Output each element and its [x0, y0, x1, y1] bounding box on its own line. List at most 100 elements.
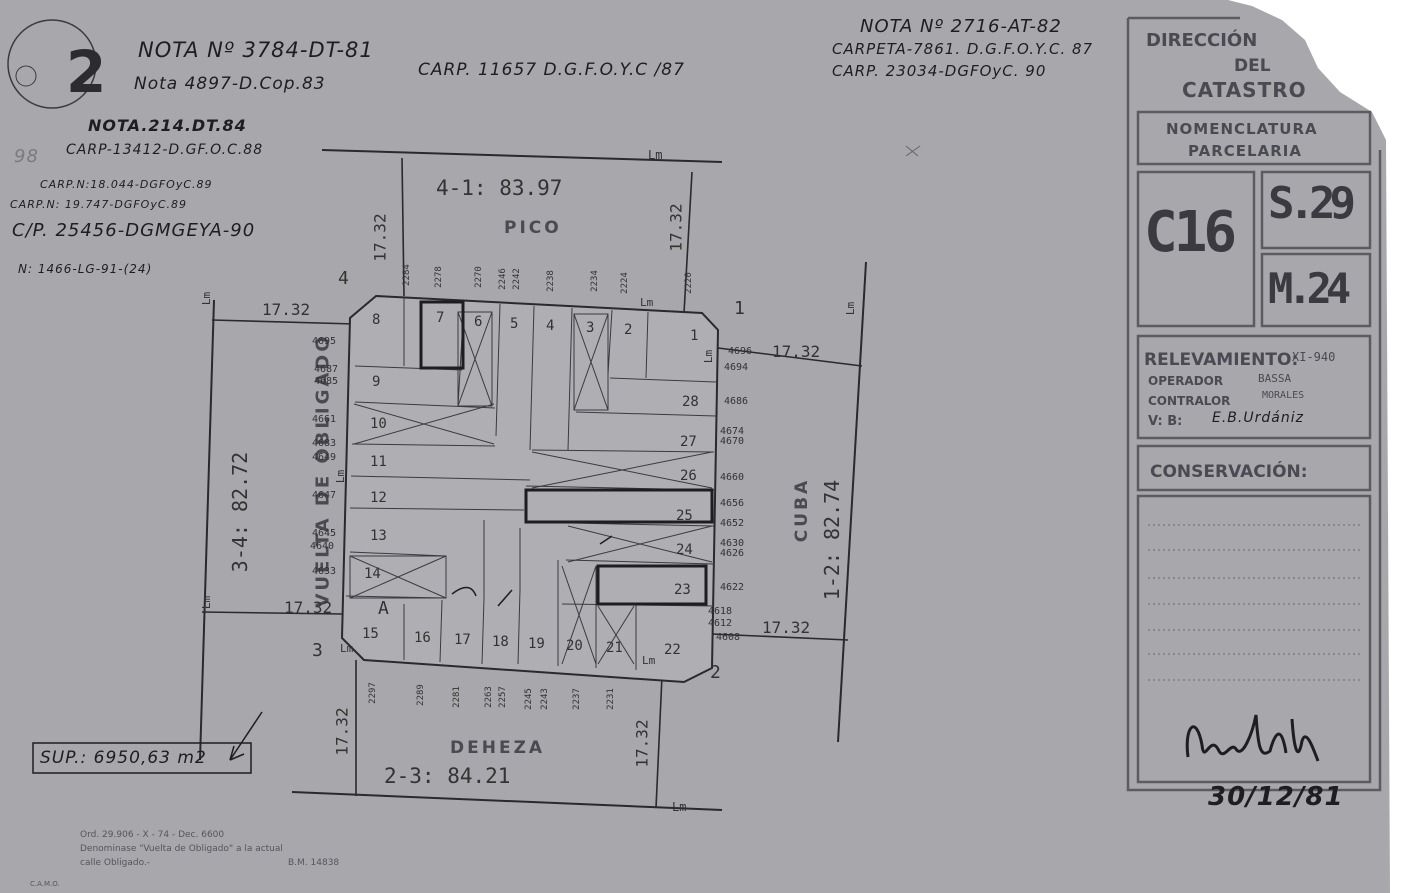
chamfer-label: 17.32 — [762, 618, 811, 637]
door-number: 2238 — [545, 270, 556, 292]
door-number: 2270 — [473, 266, 484, 288]
chamfer-label: 17.32 — [332, 707, 352, 756]
door-number: 2237 — [571, 688, 582, 710]
carp-8: N: 1466-LG-91-(24) — [18, 262, 153, 276]
note-2: Nota 4897-D.Cop.83 — [134, 74, 326, 94]
parcel-number: 15 — [362, 626, 379, 642]
stamp-conservacion: CONSERVACIÓN: — [1150, 462, 1308, 482]
door-number: 4670 — [720, 436, 745, 447]
stamp-parcelaria: PARCELARIA — [1188, 142, 1302, 160]
footer-line-3a: calle Obligado.- — [80, 858, 151, 868]
line-mark: Lm — [702, 349, 716, 364]
chamfer-label: 17.32 — [370, 213, 390, 262]
stamp-manzana: M.24 — [1268, 264, 1351, 313]
corner-1: 1 — [734, 298, 745, 319]
footer-line-1: Ord. 29.906 - X - 74 - Dec. 6600 — [80, 830, 225, 840]
parcel-number: 22 — [664, 642, 681, 658]
door-number: 4695 — [312, 336, 337, 347]
door-number: 2297 — [367, 682, 378, 704]
parcel-number: 20 — [566, 638, 583, 654]
parcel-number: 23 — [674, 582, 691, 598]
footer-line-3b: B.M. 14838 — [288, 858, 340, 868]
door-number: 2245 — [523, 688, 534, 710]
side-bottom: 2-3: 84.21 — [384, 764, 511, 788]
parcel-number: 16 — [414, 630, 431, 646]
parcel-number: 6 — [474, 314, 483, 330]
stamp-contralor-value: MORALES — [1262, 390, 1305, 401]
carp-5: CARP.N:18.044-DGFOyC.89 — [40, 178, 213, 191]
parcel-number: 2 — [624, 322, 633, 338]
parcel-number: 12 — [370, 490, 387, 506]
door-number: 2284 — [401, 264, 412, 286]
door-number: 4649 — [312, 452, 337, 463]
door-number: 4685 — [314, 376, 339, 387]
carp-3: CARP. 23034-DGFOyC. 90 — [832, 62, 1047, 80]
door-number: 2263 — [483, 686, 494, 708]
door-number: 4640 — [310, 541, 335, 552]
stamp-date: 30/12/81 — [1208, 782, 1344, 812]
faint-number: 98 — [14, 146, 39, 167]
corner-2: 2 — [710, 662, 721, 683]
parcel-number: 1 — [690, 328, 699, 344]
chamfer-label: 17.32 — [666, 203, 686, 252]
stamp-operador-label: OPERADOR — [1148, 374, 1224, 388]
chamfer-label: 17.32 — [632, 719, 652, 768]
parcel-number: 26 — [680, 468, 697, 484]
stamp-direccion: DIRECCIÓN — [1146, 30, 1258, 51]
stamp-seccion: S.29 — [1268, 178, 1356, 229]
side-top: 4-1: 83.97 — [436, 176, 563, 200]
parcel-number: 21 — [606, 640, 623, 656]
note-4: NOTA.214.DT.84 — [88, 116, 247, 135]
corner-4: 4 — [338, 268, 349, 289]
parcel-number: 13 — [370, 528, 387, 544]
door-number: 2257 — [497, 686, 508, 708]
door-number: 4633 — [312, 566, 337, 577]
carp-7: C/P. 25456-DGMGEYA-90 — [12, 220, 256, 241]
line-mark: Lm — [340, 642, 354, 655]
door-number: 4618 — [708, 606, 733, 617]
side-right: 1-2: 82.74 — [820, 479, 845, 601]
footer-corner-code: C.A.M.O. — [30, 880, 60, 888]
mark-a: A — [378, 598, 389, 619]
line-mark: Lm — [334, 469, 348, 484]
door-number: 2242 — [511, 268, 522, 290]
line-mark: Lm — [640, 296, 654, 309]
door-number: 4656 — [720, 498, 745, 509]
area-box — [32, 742, 252, 774]
stamp-del: DEL — [1234, 56, 1271, 76]
door-number: 4622 — [720, 582, 745, 593]
parcel-number: 7 — [436, 310, 445, 326]
door-number: 4647 — [312, 490, 337, 501]
frontage-line-right — [837, 261, 867, 743]
door-number: 4686 — [724, 396, 749, 407]
door-number: 4694 — [724, 362, 749, 373]
frontage-line-top — [321, 149, 723, 163]
parcel-number: 11 — [370, 454, 387, 470]
chamfer-label: 17.32 — [284, 598, 333, 617]
note-1: NOTA Nº 3784-DT-81 — [138, 38, 374, 62]
frontage-line-bottom — [291, 791, 723, 811]
footer-line-2: Denominase "Vuelta de Obligado" a la act… — [80, 844, 283, 854]
parcel-number: 5 — [510, 316, 519, 332]
carp-1: CARP. 11657 D.G.F.O.Y.C /87 — [418, 60, 685, 80]
side-left: 3-4: 82.72 — [228, 451, 253, 573]
highlight-parcel-23 — [596, 564, 708, 606]
note-3: NOTA Nº 2716-AT-82 — [860, 16, 1062, 37]
parcel-number: 24 — [676, 542, 693, 558]
door-number: 4612 — [708, 618, 733, 629]
line-mark: Lm — [844, 301, 858, 316]
stamp-relevamiento-label: RELEVAMIENTO: — [1144, 350, 1299, 370]
stamp-contralor-label: CONTRALOR — [1148, 394, 1231, 408]
door-number: 2246 — [497, 268, 508, 290]
line-mark: Lm — [200, 595, 214, 610]
stamp-vb-label: V: B: — [1148, 414, 1183, 429]
door-number: 4645 — [312, 528, 337, 539]
door-number: 2220 — [683, 272, 694, 294]
door-number: 2289 — [415, 684, 426, 706]
corner-number: 2 — [66, 38, 108, 106]
stamp-catastro: CATASTRO — [1182, 78, 1307, 102]
line-mark: Lm — [200, 291, 214, 306]
line-mark: Lm — [672, 800, 687, 814]
